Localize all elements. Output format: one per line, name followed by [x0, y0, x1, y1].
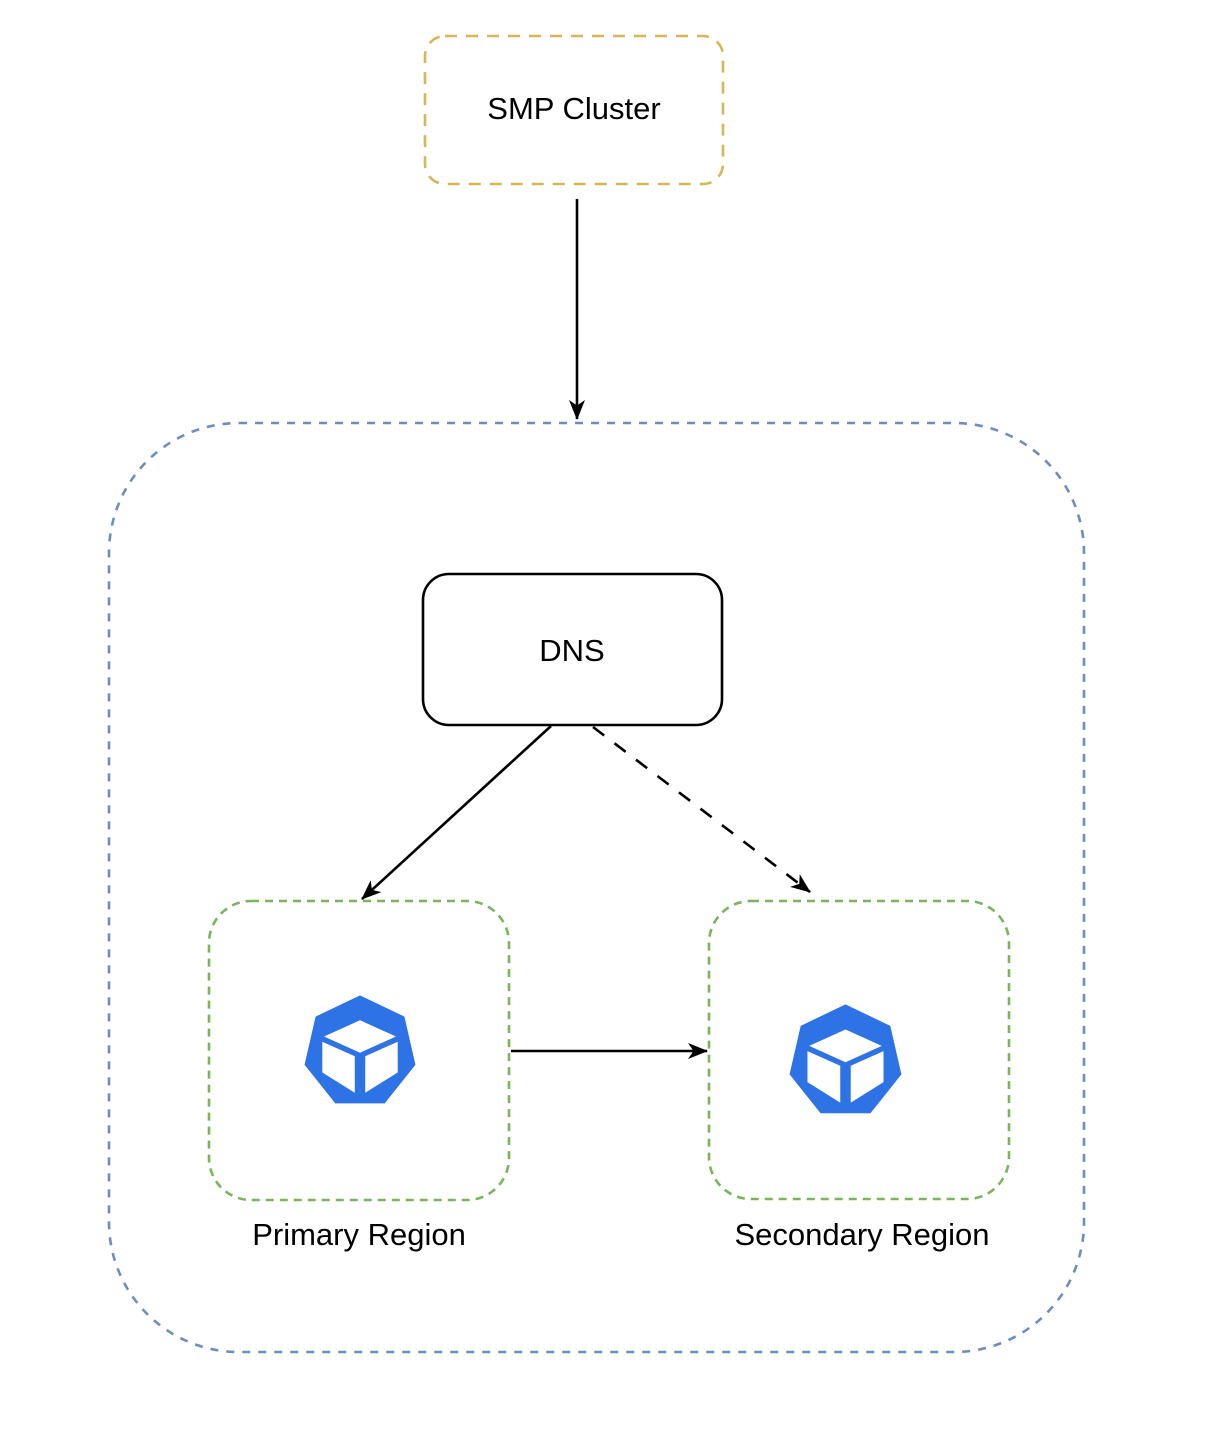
edge-dns-to-secondary [592, 725, 811, 894]
node-dns-label: DNS [539, 633, 604, 668]
dns-zone-container [107, 421, 1086, 1354]
node-smp-cluster-label: SMP Cluster [487, 91, 660, 126]
pod-icon [304, 995, 416, 1104]
node-primary-region-label: Primary Region [252, 1217, 466, 1252]
edge-dns-to-primary [361, 725, 552, 900]
node-primary-region [207, 899, 511, 1202]
node-secondary-region-label: Secondary Region [734, 1217, 989, 1252]
pod-icon [789, 1004, 902, 1114]
node-smp-cluster [423, 34, 725, 186]
node-dns [421, 572, 724, 727]
